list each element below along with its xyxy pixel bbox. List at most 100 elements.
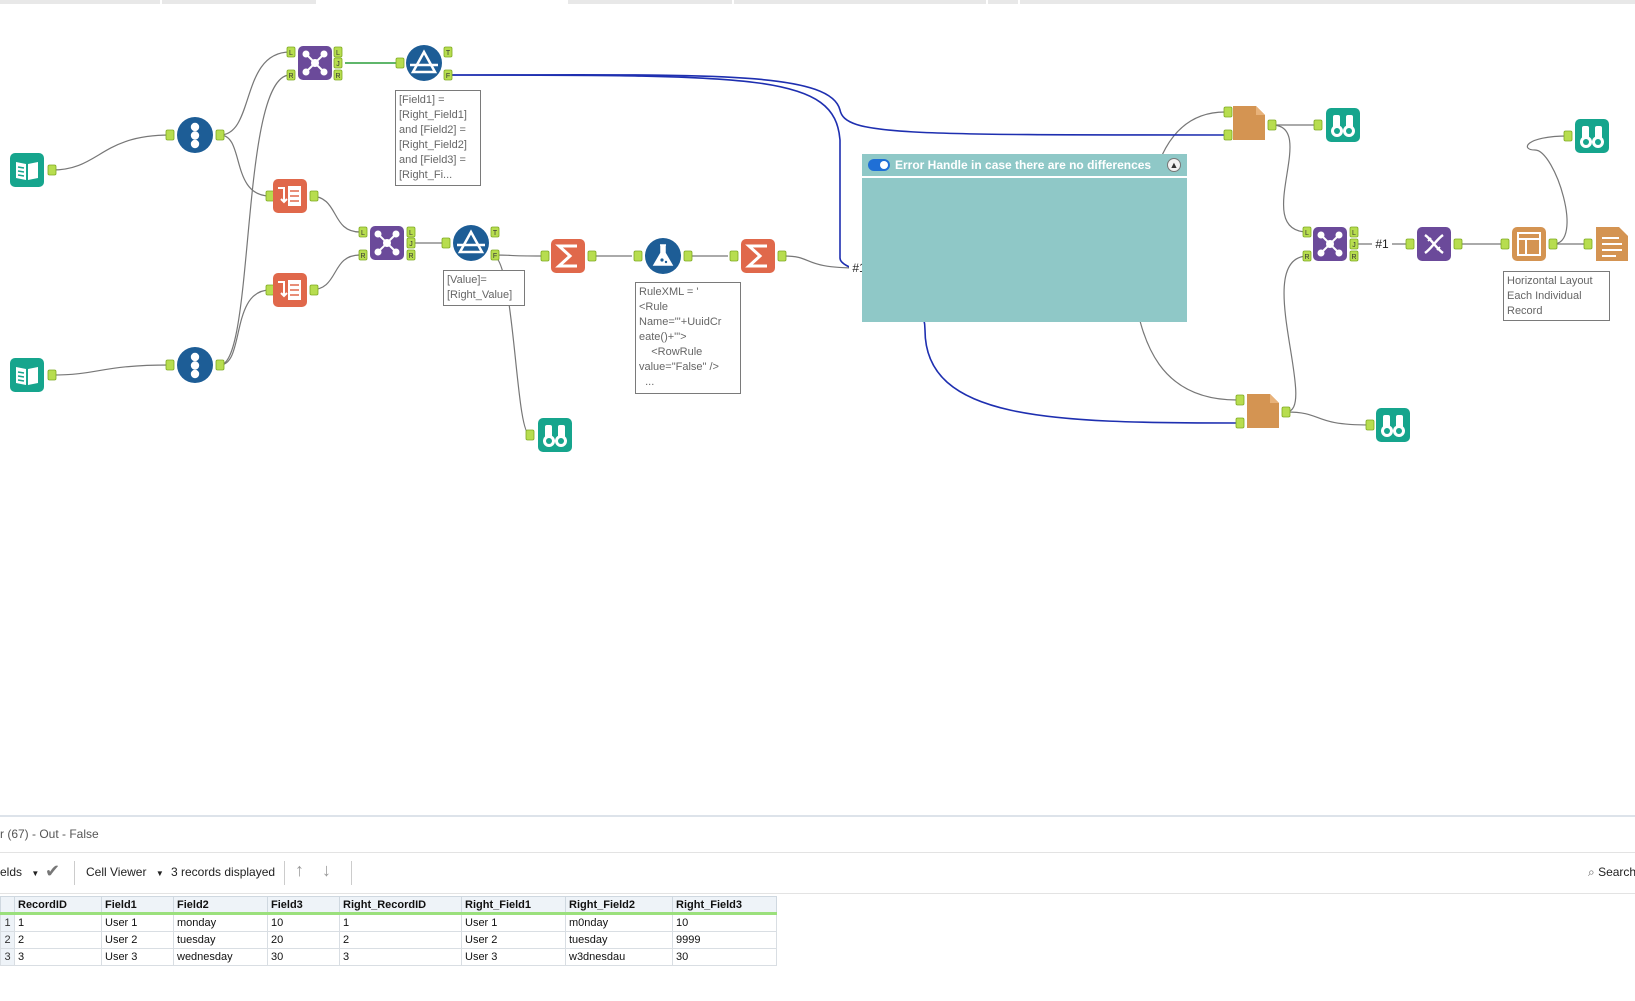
column-header[interactable]: Right_Field1 [461,896,566,915]
connection[interactable] [1526,135,1569,245]
join-tool[interactable] [1312,226,1348,262]
join-right-anchor[interactable]: R [333,69,343,81]
input-anchor[interactable] [1365,419,1375,431]
input-anchor[interactable] [1235,394,1245,406]
output-anchor[interactable] [215,359,225,371]
join-right-anchor[interactable]: R [358,249,368,261]
join-tool[interactable] [369,225,405,261]
fields-dropdown[interactable]: elds ▼ [0,865,39,879]
table-cell[interactable]: 30 [672,948,777,966]
join-left-anchor[interactable]: L [406,226,416,238]
output-anchor[interactable] [777,250,787,262]
filter-true-anchor[interactable]: T [443,46,453,58]
output-anchor[interactable] [1548,238,1558,250]
report-text-tool[interactable] [1595,226,1629,262]
column-header[interactable]: Field1 [101,896,174,915]
column-header[interactable]: Right_RecordID [339,896,462,915]
output-anchor[interactable] [309,190,319,202]
join-right-anchor[interactable]: R [1302,250,1312,262]
browse-tool[interactable] [1376,408,1410,442]
join-left-anchor[interactable]: L [358,226,368,238]
dynamic-input-tool[interactable] [1233,106,1265,140]
input-anchor[interactable] [1223,129,1233,141]
output-anchor[interactable] [1267,119,1277,131]
filter-tool[interactable] [451,223,491,263]
join-left-anchor[interactable]: L [1302,226,1312,238]
record-id-tool[interactable] [177,117,213,153]
input-anchor[interactable] [540,250,550,262]
input-anchor[interactable] [395,57,405,69]
table-cell[interactable]: 20 [267,931,340,949]
table-cell[interactable]: 1 [339,913,462,932]
dynamic-rename-tool[interactable] [1415,225,1453,263]
input-anchor[interactable] [265,284,275,296]
browse-tool[interactable] [538,418,572,452]
column-header[interactable]: Field3 [267,896,340,915]
connection[interactable] [219,134,271,197]
column-header[interactable]: Field2 [173,896,268,915]
table-cell[interactable]: 2 [339,931,462,949]
join-left-anchor[interactable]: L [286,46,296,58]
input-anchor[interactable] [441,237,451,249]
formula-tool[interactable] [644,237,682,275]
input-anchor[interactable] [633,250,643,262]
column-header[interactable]: Right_Field3 [672,896,777,915]
input-anchor[interactable] [1313,119,1323,131]
table-cell[interactable]: tuesday [173,931,268,949]
layout-tool[interactable] [1511,226,1547,262]
output-anchor[interactable] [215,129,225,141]
dynamic-input-tool[interactable] [1247,394,1279,428]
connection[interactable] [1271,124,1309,233]
table-cell[interactable]: m0nday [565,913,673,932]
arrow-down-icon[interactable]: ↓ [322,860,331,880]
filter-false-anchor[interactable]: F [443,69,453,81]
error-handle-container[interactable]: Error Handle in case there are no differ… [862,154,1187,322]
select-transpose-tool[interactable] [272,272,308,308]
output-anchor[interactable] [47,164,57,176]
table-cell[interactable]: wednesday [173,948,268,966]
output-anchor[interactable] [587,250,597,262]
input-anchor[interactable] [525,429,535,441]
output-anchor[interactable] [683,250,693,262]
table-cell[interactable]: 3 [14,948,102,966]
cell-viewer-dropdown[interactable]: Cell Viewer ▼ [86,865,164,879]
join-tool[interactable] [297,45,333,81]
input-anchor[interactable] [1500,238,1510,250]
connection-filter-false[interactable] [451,74,1226,136]
input-anchor[interactable] [729,250,739,262]
input-data-tool[interactable] [9,357,45,393]
table-cell[interactable]: User 3 [461,948,566,966]
summarize-tool[interactable] [549,237,587,275]
browse-tool[interactable] [1326,108,1360,142]
table-cell[interactable]: 2 [14,931,102,949]
filter-tool[interactable] [404,43,444,83]
table-cell[interactable]: 9999 [672,931,777,949]
connection[interactable] [491,254,531,436]
connection[interactable] [51,364,171,376]
table-cell[interactable]: 10 [672,913,777,932]
join-left-anchor[interactable]: L [333,46,343,58]
output-anchor[interactable] [47,369,57,381]
column-header[interactable]: Right_Field2 [565,896,673,915]
column-header[interactable]: RecordID [14,896,102,915]
join-left-anchor[interactable]: L [1349,226,1359,238]
input-anchor[interactable] [1223,106,1233,118]
container-header[interactable]: Error Handle in case there are no differ… [862,154,1187,178]
output-anchor[interactable] [309,284,319,296]
input-anchor[interactable] [1235,417,1245,429]
browse-tool[interactable] [1575,119,1609,153]
input-anchor[interactable] [1563,130,1573,142]
connection[interactable] [219,51,291,136]
connection[interactable] [51,134,171,171]
table-cell[interactable]: tuesday [565,931,673,949]
output-anchor[interactable] [1281,406,1291,418]
table-cell[interactable]: monday [173,913,268,932]
table-cell[interactable]: 3 [339,948,462,966]
input-anchor[interactable] [165,129,175,141]
table-cell[interactable]: w3dnesdau [565,948,673,966]
connection[interactable] [309,254,361,291]
connection[interactable] [1285,411,1371,426]
